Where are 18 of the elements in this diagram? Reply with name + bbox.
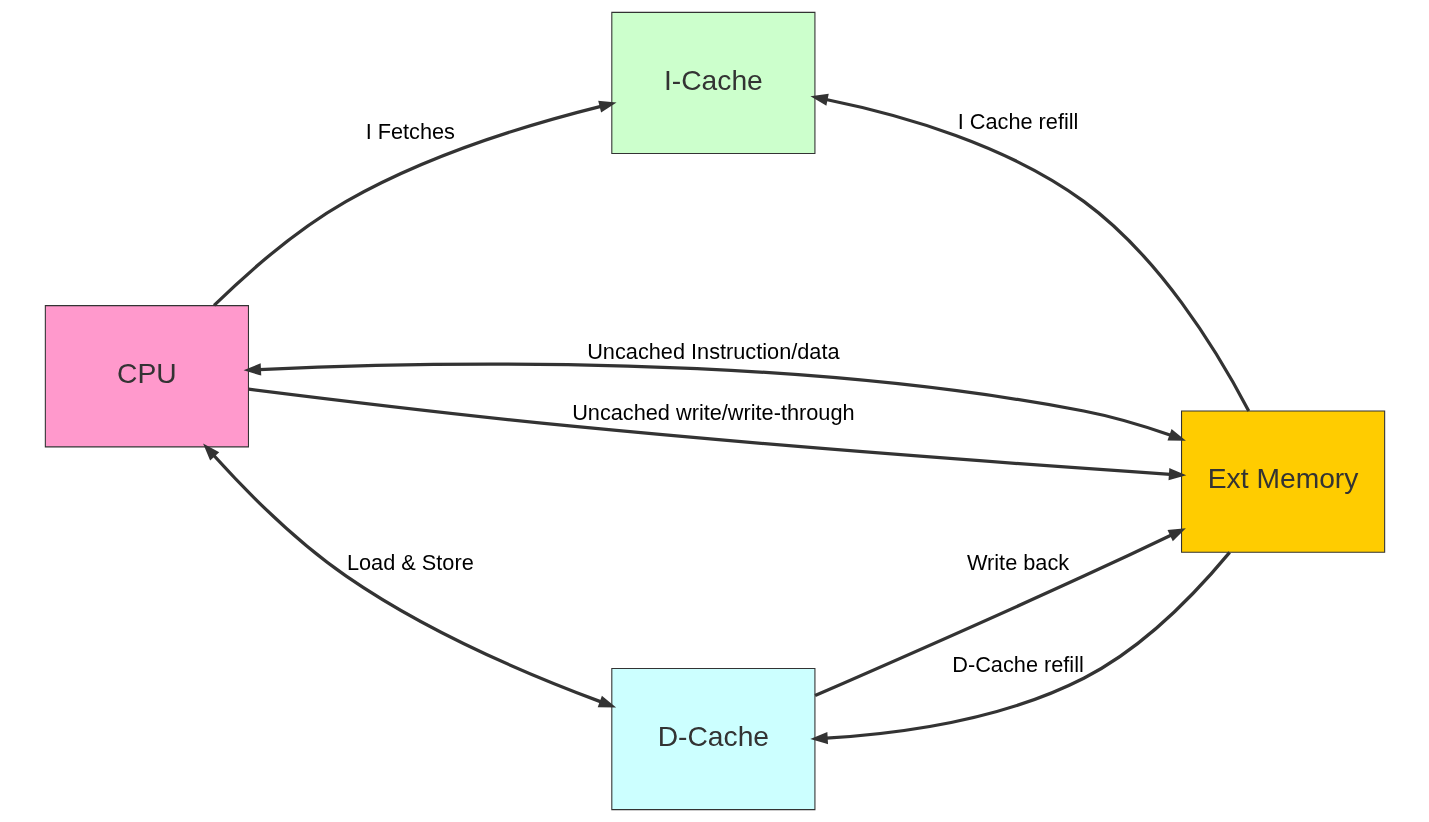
- arrow: [809, 93, 1250, 412]
- arrow: [809, 551, 1231, 745]
- edge-label: Uncached Instruction/data: [586, 338, 840, 364]
- edge-label: I Fetches: [365, 119, 455, 145]
- node-box: Ext Memory: [1180, 410, 1385, 553]
- edge-label: Write back: [966, 549, 1069, 575]
- node-box: I-Cache: [610, 11, 815, 155]
- arrow: [202, 443, 616, 708]
- edge-label: Load & Store: [346, 549, 474, 575]
- arrow: [243, 362, 1186, 441]
- node-box: D-Cache: [610, 667, 815, 811]
- edge-label: Uncached write/write-through: [571, 399, 855, 425]
- arrow: [212, 100, 617, 307]
- node-box: CPU: [44, 305, 249, 448]
- edge-label: D-Cache refill: [951, 651, 1084, 677]
- edge-label: I Cache refill: [957, 108, 1078, 134]
- arrow: [247, 387, 1186, 481]
- arrow: [813, 528, 1186, 698]
